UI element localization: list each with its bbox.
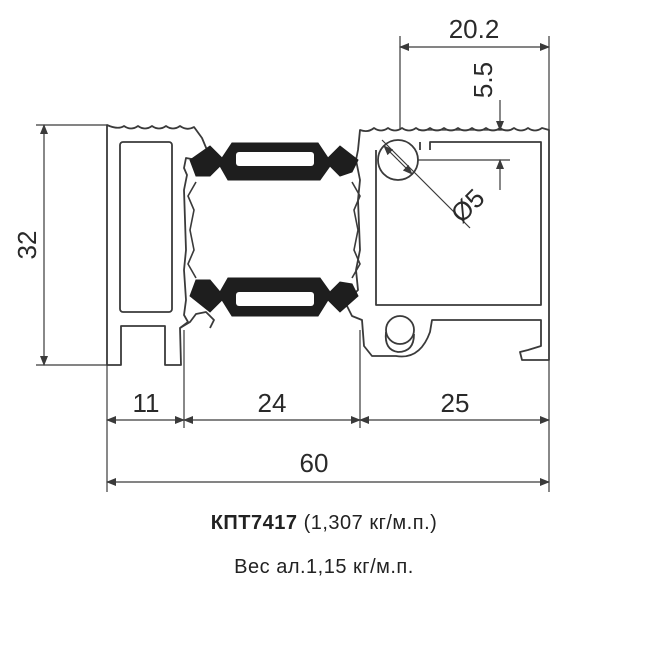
- thermal-break-detail: [236, 152, 314, 306]
- dim-middle-section: 24: [258, 388, 287, 418]
- caption-model-line: КПТ7417 (1,307 кг/м.п.): [0, 512, 648, 535]
- dim-height: 32: [12, 231, 42, 260]
- weight-total: (1,307 кг/м.п.): [303, 512, 438, 534]
- left-aluminium-part: [106, 124, 215, 366]
- dim-hole-diameter: Ø5: [445, 183, 491, 229]
- caption-weight-aluminium: Вес ал.1,15 кг/м.п.: [234, 556, 414, 578]
- dim-left-section: 11: [133, 388, 160, 418]
- dim-right-section: 25: [441, 388, 470, 418]
- model-code: КПТ7417: [210, 512, 298, 534]
- right-aluminium-part: [345, 127, 550, 361]
- middle-chamber: [187, 181, 361, 279]
- dim-top-width: 20.2: [449, 14, 500, 44]
- dimension-lines: [36, 36, 550, 492]
- dim-groove-depth: 5.5: [468, 62, 498, 98]
- dim-total-width: 60: [300, 448, 329, 478]
